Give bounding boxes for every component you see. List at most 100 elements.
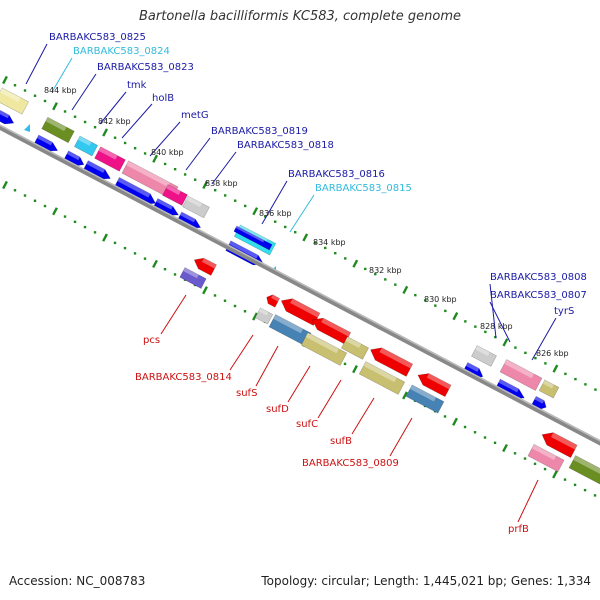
genome-backbone [0, 124, 600, 446]
leader-line [160, 294, 187, 335]
minor-tick [83, 225, 87, 229]
minor-tick [574, 377, 577, 381]
minor-tick [93, 126, 97, 129]
minor-tick [483, 436, 487, 439]
minor-tick [343, 362, 347, 366]
leader-line [261, 180, 288, 225]
gene-feature [73, 135, 99, 157]
minor-tick [263, 215, 267, 218]
minor-tick [43, 99, 47, 103]
gene-label: BARBAKC583_0824 [73, 46, 170, 57]
minor-tick [173, 168, 177, 171]
minor-tick [233, 304, 237, 308]
scale-label: 842 kbp [98, 117, 131, 126]
major-tick [152, 154, 159, 163]
leader-line [25, 43, 48, 85]
minor-tick [23, 194, 27, 197]
minor-tick [223, 194, 227, 197]
gene-feature [233, 225, 273, 251]
major-tick [152, 259, 158, 269]
minor-tick [444, 309, 447, 313]
leader-line [149, 121, 181, 157]
minor-tick [294, 230, 297, 234]
leader-line [121, 103, 153, 139]
minor-tick [484, 330, 487, 334]
strand-marker [24, 124, 30, 132]
major-tick [2, 180, 8, 190]
scale-label: 828 kbp [480, 322, 513, 331]
minor-tick [543, 467, 547, 471]
minor-tick [284, 225, 287, 229]
leader-line [51, 57, 73, 93]
minor-tick [243, 204, 247, 208]
minor-tick [163, 162, 167, 166]
gene-label: metG [181, 110, 209, 121]
major-tick [202, 286, 208, 295]
scale-label: 830 kbp [424, 295, 457, 304]
minor-tick [583, 488, 587, 492]
gene-feature [568, 455, 600, 487]
minor-tick [573, 483, 577, 487]
major-tick [502, 338, 509, 347]
minor-tick [13, 189, 17, 192]
minor-tick [563, 478, 567, 481]
minor-tick [364, 267, 367, 271]
minor-tick [213, 189, 217, 192]
minor-tick [133, 147, 137, 150]
major-tick [102, 128, 108, 137]
major-tick [252, 207, 259, 216]
minor-tick [274, 220, 277, 223]
minor-tick [324, 246, 327, 250]
minor-tick [564, 372, 567, 376]
minor-tick [314, 241, 317, 244]
minor-tick [213, 294, 217, 297]
gene-label: BARBAKC583_0818 [237, 140, 334, 151]
gene-label: BARBAKC583_0823 [97, 62, 194, 73]
minor-tick [374, 272, 377, 276]
gene-label: sufB [330, 436, 352, 447]
scale-label: 840 kbp [151, 148, 184, 157]
gene-feature [370, 347, 414, 377]
minor-tick [513, 452, 517, 455]
gene-label: holB [152, 93, 174, 104]
major-tick [202, 180, 209, 190]
minor-tick [143, 257, 147, 260]
leader-line [99, 91, 127, 125]
gene-feature [254, 307, 274, 325]
minor-tick [594, 388, 597, 391]
leader-line [229, 334, 254, 371]
minor-tick [93, 231, 97, 234]
minor-tick [464, 320, 467, 323]
leader-line [287, 365, 311, 403]
minor-tick [443, 415, 447, 418]
gene-label: BARBAKC583_0808 [490, 272, 587, 283]
gene-feature [358, 361, 406, 395]
gene-label: sufD [266, 404, 289, 415]
major-tick [352, 259, 359, 268]
gene-feature [541, 432, 578, 458]
minor-tick [183, 173, 187, 176]
minor-tick [233, 199, 237, 202]
minor-tick [544, 362, 547, 365]
gene-feature [33, 134, 59, 152]
minor-tick [424, 299, 427, 302]
gene-feature [417, 373, 452, 398]
leader-line [71, 73, 97, 111]
minor-tick [474, 325, 477, 328]
gene-feature [405, 384, 445, 414]
gene-feature [41, 116, 75, 144]
minor-tick [193, 178, 197, 181]
leader-line [317, 379, 342, 419]
gene-label: sufS [236, 388, 257, 399]
minor-tick [123, 246, 127, 250]
minor-tick [113, 241, 117, 245]
minor-tick [123, 141, 127, 145]
major-tick [452, 312, 459, 321]
minor-tick [523, 457, 527, 460]
major-tick [552, 470, 558, 479]
gene-feature [340, 336, 370, 360]
minor-tick [434, 304, 437, 307]
major-tick [552, 364, 559, 373]
major-tick [352, 365, 358, 374]
gene-feature [193, 257, 217, 276]
